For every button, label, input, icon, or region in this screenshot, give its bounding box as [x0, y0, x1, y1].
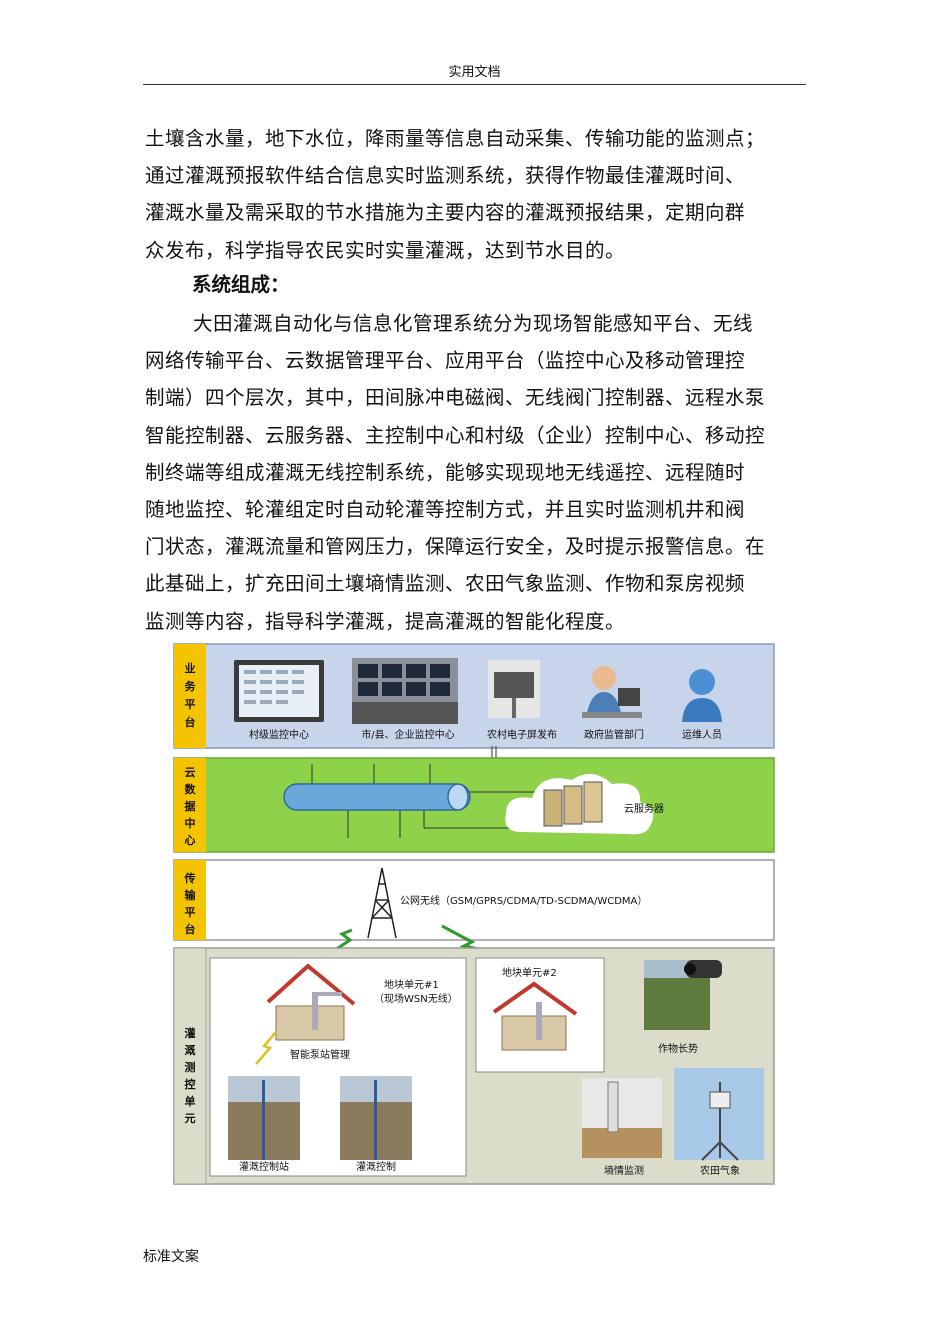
- side-label-char: 平: [185, 698, 196, 711]
- side-label-char: 溉: [185, 1043, 196, 1057]
- pump-house-icon: [492, 981, 578, 1051]
- irrig-station-label: 灌溉控制站: [239, 1160, 289, 1173]
- plot2-title-label: 地块单元#2: [502, 966, 557, 979]
- section-heading: 系统组成：: [192, 273, 290, 296]
- user-icon: [682, 669, 722, 722]
- system-architecture-diagram: 业 务 平 台 村级监控中心 市/县、企业监控中心: [173, 643, 775, 1185]
- side-label-char: 测: [185, 1060, 196, 1074]
- ops-staff-label: 运维人员: [682, 728, 722, 741]
- footer-text: 标准文案: [143, 1249, 199, 1265]
- paragraph-line: 智能控制器、云服务器、主控制中心和村级（企业）控制中心、移动控: [145, 423, 766, 447]
- business-layer: 业 务 平 台 村级监控中心 市/县、企业监控中心: [173, 643, 775, 749]
- weather-label: 农田气象: [700, 1164, 740, 1177]
- plot1-title-label: 地块单元#1: [384, 978, 439, 991]
- side-label-char: 输: [185, 888, 197, 902]
- side-label-char: 业: [185, 661, 196, 675]
- radio-tower-icon: [367, 867, 397, 939]
- cloud-layer: 云 数 据 中 心 云服务器: [173, 757, 775, 853]
- wireless-signal-icon: [331, 928, 353, 954]
- paragraph-line: 随地监控、轮灌组定时自动轮灌等控制方式，并且实时监测机井和阀: [145, 498, 746, 522]
- side-label-char: 心: [185, 834, 196, 847]
- paragraph-2: 大田灌溉自动化与信息化管理系统分为现场智能感知平台、无线 网络传输平台、云数据管…: [145, 305, 810, 640]
- billboard-icon: [488, 660, 540, 718]
- paragraph-line: 土壤含水量，地下水位，降雨量等信息自动采集、传输功能的监测点；: [145, 127, 766, 150]
- crop-growth-label: 作物长势: [658, 1042, 698, 1055]
- paragraph-line: 制端）四个层次，其中，田间脉冲电磁阀、无线阀门控制器、远程水泵: [145, 386, 766, 410]
- paragraph-line: 大田灌溉自动化与信息化管理系统分为现场智能感知平台、无线: [193, 312, 754, 335]
- side-label-char: 传: [184, 871, 196, 885]
- data-bus-pipe-icon: [283, 783, 471, 811]
- officer-icon: [582, 666, 642, 718]
- side-label-char: 数: [185, 782, 197, 796]
- soil-monitor-label: 墒情监测: [604, 1164, 644, 1177]
- field-layer: 灌 溉 测 控 单 元 地块单元#1 （现场WSN无线） 智能泵站管理 灌溉控制…: [173, 947, 775, 1185]
- side-label-char: 单: [185, 1094, 196, 1108]
- server-icon: [543, 781, 603, 827]
- side-label-char: 控: [185, 1077, 196, 1091]
- side-label-char: 灌: [185, 1026, 196, 1040]
- paragraph-line: 灌溉水量及需采取的节水措施为主要内容的灌溉预报结果，定期向群: [145, 201, 746, 225]
- plot1-sub-label: （现场WSN无线）: [374, 992, 458, 1005]
- paragraph-line: 此基础上，扩充田间土壤墒情监测、农田气象监测、作物和泵房视频: [145, 572, 746, 596]
- soil-sensor-icon: [582, 1078, 662, 1158]
- paragraph-line: 众发布，科学指导农民实时实量灌溉，达到节水目的。: [145, 238, 626, 262]
- pump-station-label: 智能泵站管理: [290, 1048, 350, 1061]
- transport-layer: 传 输 平 台 公网无线（GSM/GPRS/CDMA/TD-SCDMA/WCDM…: [173, 859, 775, 958]
- paragraph-1: 土壤含水量，地下水位，降雨量等信息自动采集、传输功能的监测点； 通过灌溉预报软件…: [145, 120, 810, 269]
- side-label-char: 据: [185, 799, 196, 813]
- field-photo-icon: [340, 1076, 412, 1160]
- paragraph-line: 监测等内容，指导科学灌溉，提高灌溉的智能化程度。: [145, 609, 626, 633]
- gov-dept-label: 政府监管部门: [584, 728, 644, 741]
- side-label-char: 中: [185, 816, 196, 830]
- side-label-char: 台: [185, 922, 196, 936]
- page-header: 实用文档: [143, 62, 806, 85]
- paragraph-line: 制终端等组成灌溉无线控制系统，能够实现现地无线遥控、远程随时: [145, 460, 746, 484]
- side-label-char: 平: [185, 906, 196, 919]
- rural-screen-label: 农村电子屏发布: [487, 728, 557, 741]
- paragraph-line: 门状态，灌溉流量和管网压力，保障运行安全，及时提示报警信息。在: [145, 535, 766, 559]
- paragraph-line: 通过灌溉预报软件结合信息实时监测系统，获得作物最佳灌溉时间、: [145, 164, 746, 188]
- paragraph-line: 网络传输平台、云数据管理平台、应用平台（监控中心及移动管理控: [145, 349, 746, 373]
- header-title: 实用文档: [448, 65, 501, 80]
- wireless-signal-icon: [255, 1031, 277, 1065]
- control-room-icon: [352, 658, 458, 724]
- page-footer: 标准文案: [143, 1246, 199, 1266]
- side-label-char: 元: [185, 1112, 196, 1125]
- irrig-control-label: 灌溉控制: [356, 1160, 396, 1173]
- side-label-char: 台: [185, 715, 196, 729]
- weather-station-icon: [674, 1068, 764, 1161]
- field-photo-icon: [228, 1076, 300, 1160]
- monitor-screen-icon: [234, 660, 324, 722]
- side-label-char: 云: [185, 766, 196, 779]
- camera-icon: [684, 960, 722, 978]
- public-wireless-label: 公网无线（GSM/GPRS/CDMA/TD-SCDMA/WCDMA）: [400, 894, 647, 907]
- pump-house-icon: [266, 963, 356, 1041]
- village-center-label: 村级监控中心: [249, 728, 309, 741]
- side-label-char: 务: [185, 679, 197, 693]
- city-center-label: 市/县、企业监控中心: [361, 728, 454, 741]
- cloud-server-label: 云服务器: [624, 802, 664, 815]
